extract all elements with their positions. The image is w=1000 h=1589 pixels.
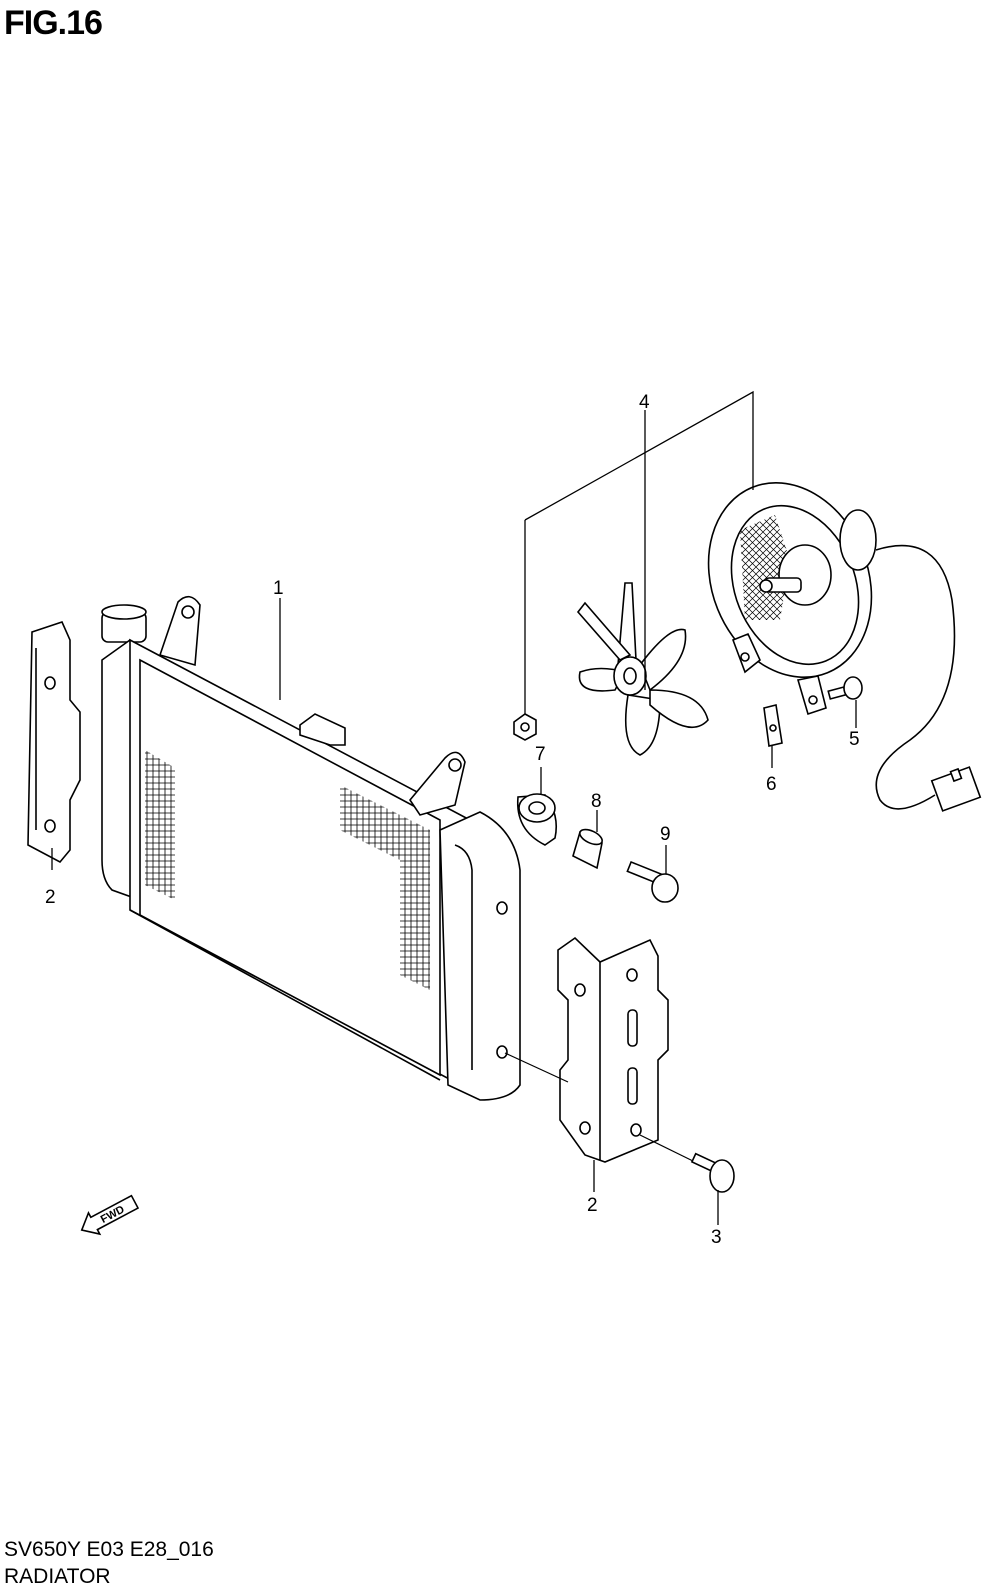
callout-1: 1 bbox=[273, 578, 284, 599]
callout-4: 4 bbox=[639, 392, 650, 413]
nut-part bbox=[513, 713, 537, 741]
fan-assembly-part bbox=[707, 481, 982, 812]
radiator-part bbox=[101, 595, 521, 1101]
callout-7: 7 bbox=[535, 744, 546, 765]
clip-nut-part bbox=[763, 704, 783, 747]
leader-lines bbox=[51, 390, 857, 1225]
bolt-fan-part bbox=[827, 676, 863, 700]
callout-8: 8 bbox=[591, 791, 602, 812]
bolt-bracket-part bbox=[690, 1152, 735, 1193]
callout-3: 3 bbox=[711, 1227, 722, 1248]
leader-radiator-bracket bbox=[504, 1052, 569, 1083]
bracket-right-part bbox=[557, 936, 669, 1163]
model-code: SV650Y E03 E28_016 bbox=[4, 1538, 214, 1561]
bracket-left-part bbox=[27, 621, 81, 864]
callout-5: 5 bbox=[849, 729, 860, 750]
callout-9: 9 bbox=[660, 824, 671, 845]
fwd-label: FWD bbox=[99, 1203, 127, 1225]
bolt-collar-part bbox=[626, 860, 679, 903]
collar-part bbox=[572, 828, 603, 870]
leader-bracket-bolt bbox=[639, 1134, 696, 1163]
callout-labels: 1 2 2 3 4 5 6 7 8 9 bbox=[45, 392, 860, 1248]
callout-6: 6 bbox=[766, 774, 777, 795]
section-name: RADIATOR bbox=[4, 1565, 111, 1588]
fwd-arrow-icon: FWD bbox=[80, 1194, 140, 1236]
figure-title: FIG.16 bbox=[4, 4, 103, 42]
callout-2-left: 2 bbox=[45, 887, 56, 908]
fan-blade-part bbox=[576, 582, 709, 756]
callout-2-right: 2 bbox=[587, 1195, 598, 1216]
grommet-part bbox=[516, 793, 558, 846]
